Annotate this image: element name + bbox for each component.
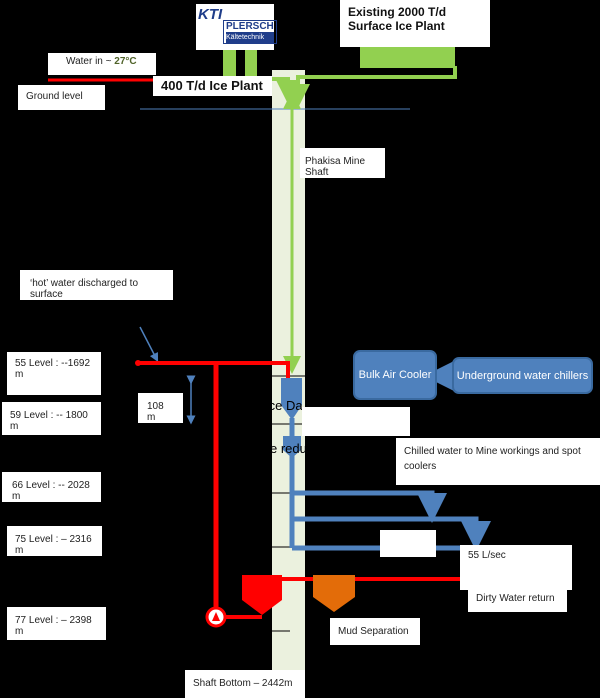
dirty-water-label: Dirty Water return	[468, 586, 567, 612]
logo-kti: KTI	[198, 6, 223, 23]
hot-water-label: ‘hot’ water discharged to surface	[20, 270, 173, 300]
ice-dam-label: Ice Da	[265, 398, 303, 413]
water-temp: 27°C	[114, 56, 137, 67]
level-55: 55 Level : --1692 m	[7, 352, 101, 395]
level-ticks	[88, 375, 305, 632]
shaft-bottom-label: Shaft Bottom – 2442m	[185, 670, 305, 698]
shaft-label: Phakisa Mine Shaft	[300, 148, 385, 178]
hot-arrow	[139, 326, 159, 362]
ice-feed-pipe-1	[223, 50, 236, 80]
ice-feed-pipe-2	[245, 50, 257, 80]
ice-pipe-from-surface	[286, 66, 457, 108]
level-77: 77 Level : – 2398 m	[7, 607, 106, 640]
underground-water-chillers: Underground water chillers	[452, 357, 593, 394]
bulk-air-cooler: Bulk Air Cooler	[353, 350, 437, 400]
logo-sub: Kältetechnik	[226, 32, 274, 43]
water-in-text: Water in ~	[66, 56, 112, 67]
logo-plersch: PLERSCH	[226, 21, 274, 32]
ice-dam	[281, 378, 302, 420]
blank-box-1	[302, 407, 410, 436]
level-75: 75 Level : – 2316 m	[7, 526, 102, 556]
distance-label: 108 m	[138, 393, 183, 423]
pressure-reducer-label: e redu	[270, 441, 307, 456]
ice-plant-400-label: 400 T/d Ice Plant	[153, 76, 272, 96]
flow-label: 55 L/sec	[460, 545, 572, 590]
mud-separator	[313, 575, 355, 612]
hot-water-pipe	[138, 361, 290, 378]
water-in-label: Water in ~ 27°C	[48, 53, 156, 75]
blank-box-2	[380, 530, 436, 557]
level-66: 66 Level : -- 2028 m	[2, 472, 101, 502]
surface-plant-base	[360, 46, 455, 68]
ground-level-label: Ground level	[18, 85, 105, 110]
settler-tank	[242, 575, 282, 615]
chilled-water-label: Chilled water to Mine workings and spot …	[396, 438, 600, 485]
kti-plersch-logo: KTI PLERSCH Kältetechnik	[196, 4, 277, 50]
existing-plant-label: Existing 2000 T/d Surface Ice Plant	[340, 0, 490, 47]
level-59: 59 Level : -- 1800 m	[2, 402, 101, 435]
mud-separation-label: Mud Separation	[330, 618, 420, 645]
